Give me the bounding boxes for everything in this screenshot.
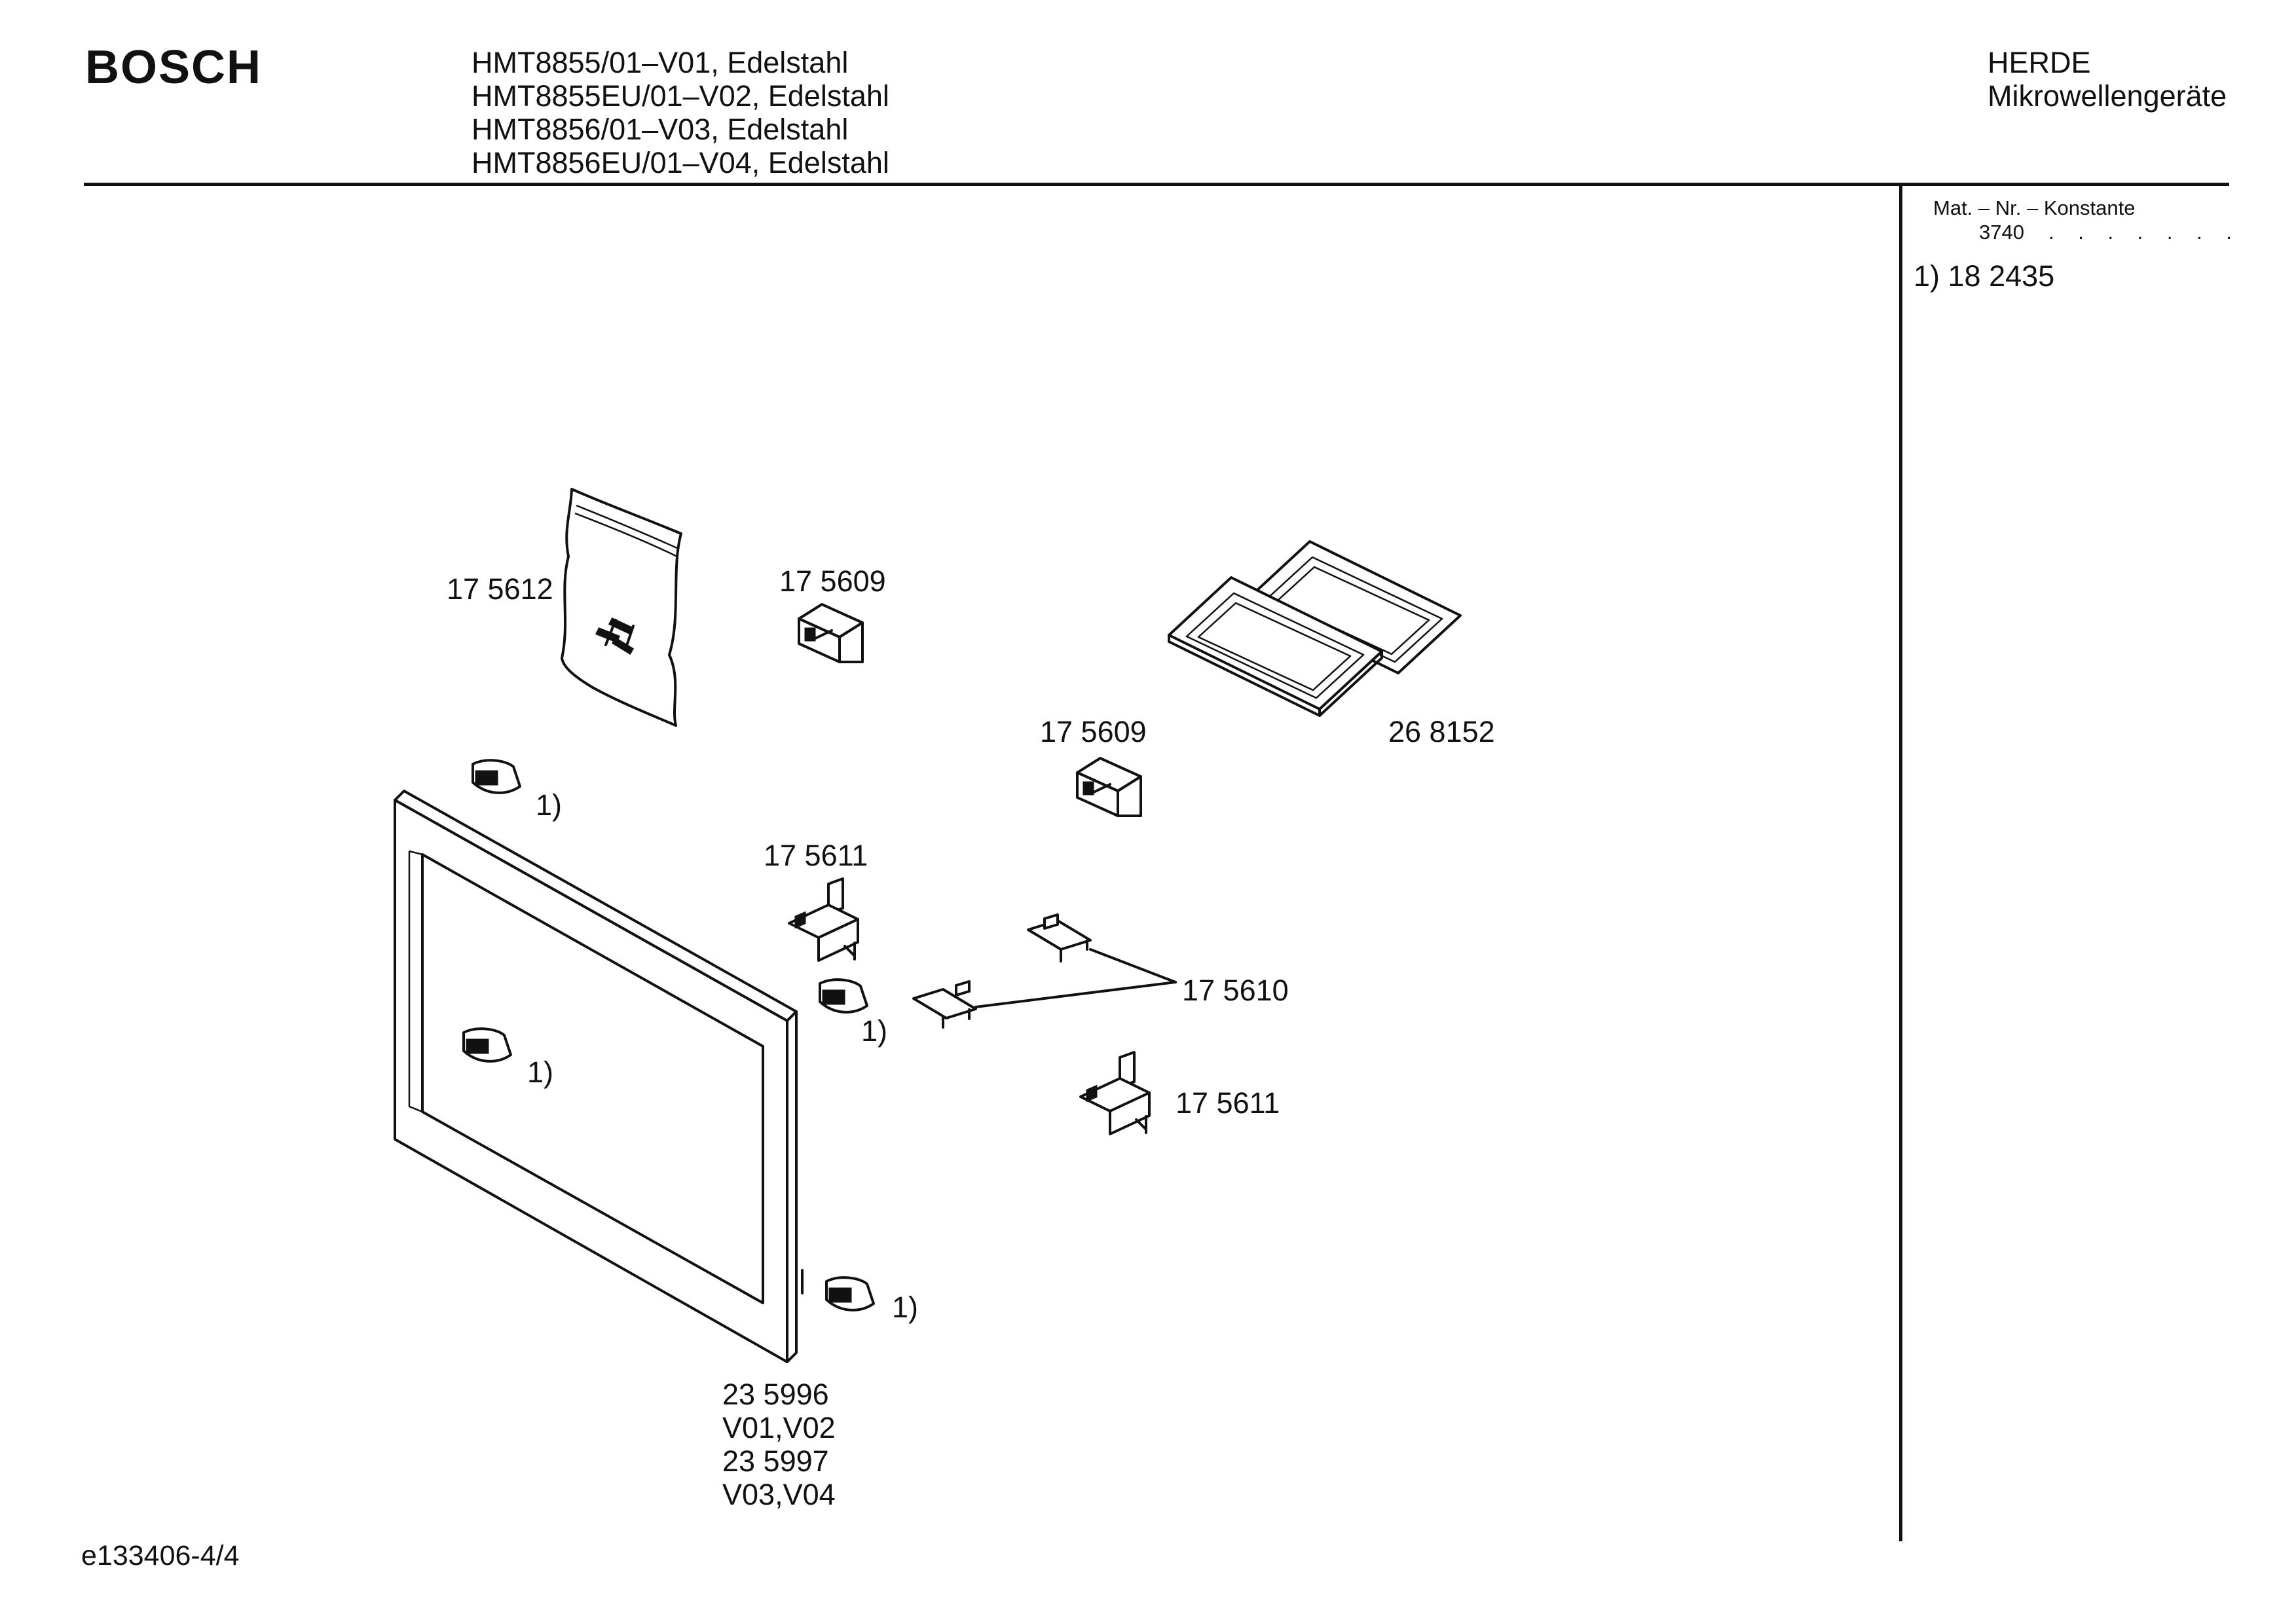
clip-part — [819, 978, 868, 1014]
clip-part — [825, 1276, 875, 1311]
category-main: HERDE — [1988, 46, 2091, 79]
part-label: 17 5611 — [1176, 1086, 1280, 1120]
part-label: 23 5997 — [722, 1444, 829, 1478]
hinge-part — [1079, 1051, 1151, 1135]
model-line: HMT8855/01–V01, Edelstahl — [472, 46, 849, 79]
model-list: HMT8855/01–V01, Edelstahl HMT8855EU/01–V… — [472, 46, 889, 179]
mat-number-title: Mat. – Nr. – Konstante — [1933, 196, 2136, 219]
leader-line — [1089, 948, 1177, 983]
part-label: V01,V02 — [722, 1411, 836, 1444]
screws-icon — [595, 617, 635, 655]
category-block: HERDE Mikrowellengeräte — [1988, 46, 2227, 113]
brand-logo: BOSCH — [85, 41, 263, 94]
clip-ref-label: 1) — [536, 788, 562, 822]
door-frame-part — [394, 790, 804, 1363]
screw-bag-part — [561, 488, 682, 727]
mat-number-prefix: 3740 — [1979, 221, 2024, 244]
leader-line — [974, 981, 1177, 1008]
part-label: 17 5610 — [1182, 974, 1289, 1007]
clip-part — [462, 1027, 512, 1063]
category-sub: Mikrowellengeräte — [1988, 79, 2227, 113]
clip-ref-label: 1) — [527, 1055, 553, 1089]
clip-ref-label: 1) — [892, 1291, 918, 1324]
sidebar-divider — [1899, 186, 1902, 1541]
hinge-bracket-part — [798, 603, 864, 663]
header-divider — [84, 183, 2229, 186]
part-label: V03,V04 — [722, 1478, 836, 1511]
mat-number-dots: . . . . . . . — [2048, 221, 2241, 244]
document-id: e133406-4/4 — [81, 1540, 240, 1571]
clip-ref-label: 1) — [861, 1014, 887, 1048]
hinge-part — [788, 877, 859, 962]
seal-tray-part — [1168, 540, 1462, 717]
clip-part — [472, 759, 521, 794]
part-label: 23 5996 — [722, 1378, 829, 1411]
hinge-bracket-part — [1076, 757, 1142, 817]
latch-part — [912, 980, 977, 1029]
part-label: 17 5611 — [764, 839, 868, 872]
model-line: HMT8856EU/01–V04, Edelstahl — [472, 146, 889, 179]
model-line: HMT8855EU/01–V02, Edelstahl — [472, 79, 889, 113]
part-label: 26 8152 — [1388, 715, 1495, 748]
part-label: 17 5609 — [1040, 715, 1147, 748]
part-label: 17 5609 — [779, 564, 886, 598]
footnote-part: 1) 18 2435 — [1914, 259, 2055, 293]
model-line: HMT8856/01–V03, Edelstahl — [472, 113, 849, 146]
latch-part — [1027, 913, 1092, 962]
part-label: 17 5612 — [447, 572, 553, 606]
